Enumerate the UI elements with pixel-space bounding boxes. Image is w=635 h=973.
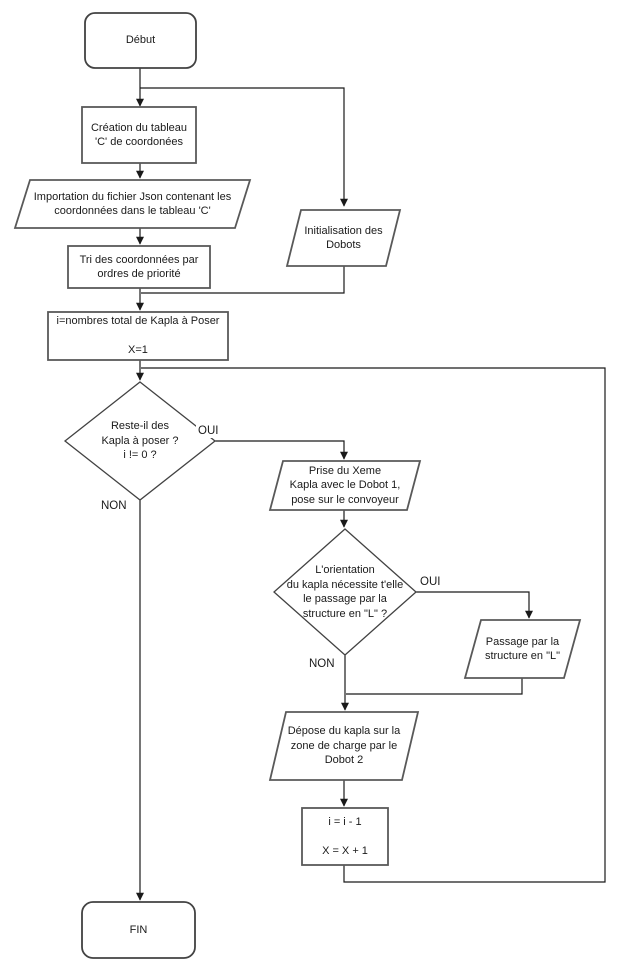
edge-label-oui-orientation: OUI — [418, 576, 443, 589]
edge-decision2-oui — [416, 591, 533, 619]
edge-label-non-remaining: NON — [99, 500, 129, 513]
import-json-shape — [13, 179, 252, 229]
sort-coords-shape — [67, 245, 211, 289]
edge-label-oui-remaining: OUI — [196, 425, 221, 438]
edge-loop-back — [141, 367, 606, 883]
end-node-shape — [81, 901, 196, 959]
edge-label-non-orientation: NON — [307, 658, 337, 671]
edge-init-dobots-merge — [141, 266, 345, 294]
depose-kapla-shape — [268, 711, 420, 781]
init-dobots-shape — [285, 209, 402, 267]
edge-decision1-oui — [215, 440, 348, 460]
decision-remaining-shape — [63, 381, 217, 501]
edge-start-to-init-dobots — [140, 87, 348, 207]
passage-l-shape — [463, 619, 582, 679]
prise-kapla-shape — [268, 460, 422, 511]
decision-orientation-shape — [273, 528, 417, 656]
increment-shape — [301, 807, 389, 866]
create-array-shape — [81, 106, 197, 164]
init-vars-shape — [47, 311, 229, 361]
edge-passage-merge — [346, 678, 523, 695]
start-node-shape — [84, 12, 197, 69]
